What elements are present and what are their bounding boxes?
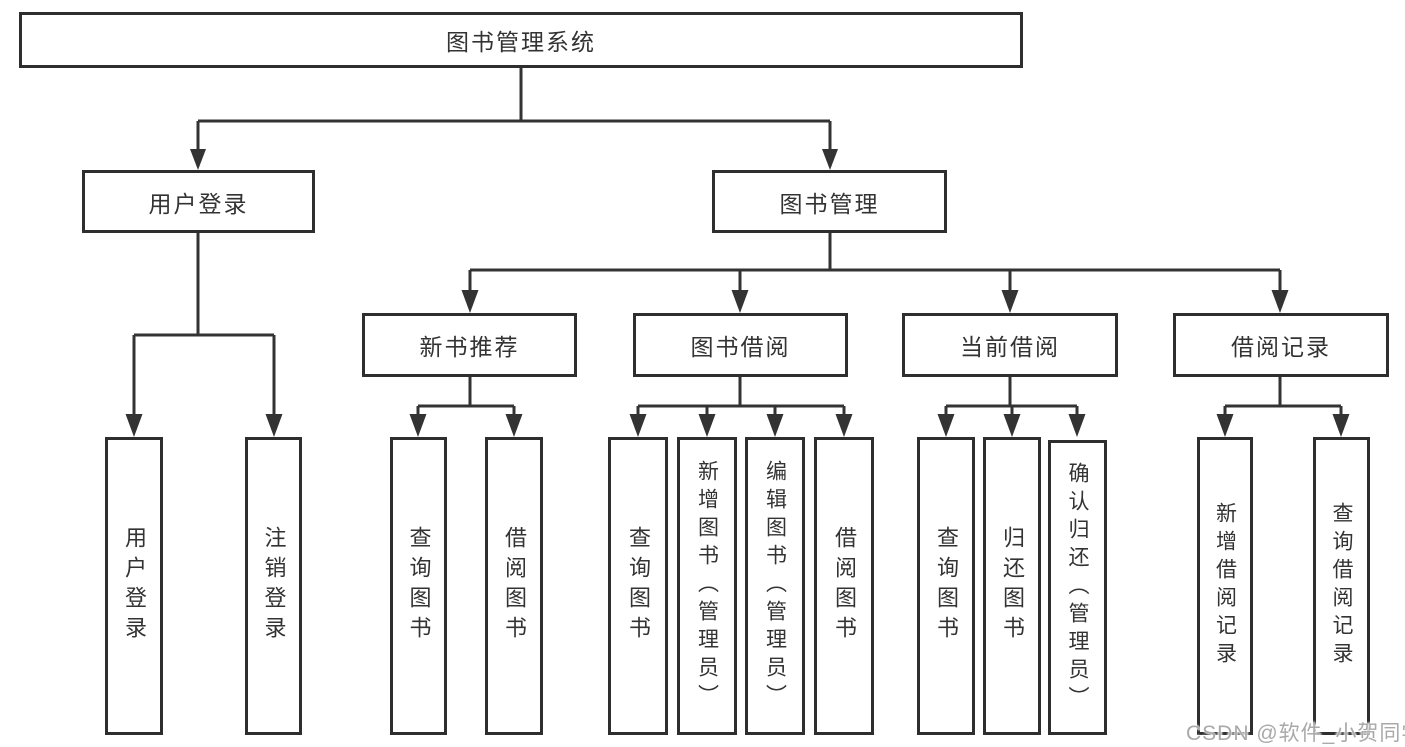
arrowhead — [629, 414, 647, 437]
node-new-book-recommend-label: 新书推荐 — [419, 334, 520, 360]
node-root-label: 图书管理系统 — [446, 29, 596, 55]
leaf-label: 新增借阅记录 — [1213, 502, 1237, 670]
leaf-label: 确认归还（管理员） — [1066, 461, 1089, 714]
leaf-label: 借阅图书 — [502, 526, 527, 646]
leaf-logout: 注销登录 — [245, 437, 302, 735]
arrowhead — [125, 414, 143, 437]
node-current-borrowing-label: 当前借阅 — [960, 334, 1060, 360]
arrowhead — [835, 414, 853, 437]
arrowhead — [822, 149, 838, 170]
arrowhead — [731, 290, 749, 313]
leaf-borrow-book: 借阅图书 — [814, 437, 874, 735]
arrowhead — [766, 414, 784, 437]
node-user-login-label: 用户登录 — [148, 190, 249, 217]
connector-new-book-children — [409, 377, 523, 437]
leaf-label: 编辑图书（管理员） — [763, 460, 787, 712]
node-book-borrowing-label: 图书借阅 — [690, 334, 791, 360]
watermark: CSDN @软件_小贺同学 — [1186, 722, 1405, 745]
connector-root-to-level2 — [190, 68, 838, 170]
arrowhead — [1332, 414, 1350, 437]
arrowhead — [698, 414, 716, 437]
leaf-confirm-return-admin: 确认归还（管理员） — [1048, 440, 1107, 735]
leaf-label: 借阅图书 — [832, 526, 857, 646]
connector-borrowing-records-children — [1216, 377, 1350, 437]
node-book-management-label: 图书管理 — [779, 190, 880, 217]
arrowhead — [1003, 414, 1021, 437]
leaf-query-borrow-record: 查询借阅记录 — [1313, 437, 1370, 735]
arrowhead — [1068, 414, 1086, 437]
connector-user-login-children — [125, 233, 283, 437]
leaf-label: 查询图书 — [406, 526, 432, 646]
arrowhead — [1216, 414, 1234, 437]
leaf-label: 查询借阅记录 — [1330, 502, 1353, 670]
connector-book-borrowing-children — [629, 377, 853, 437]
arrowhead — [505, 414, 523, 437]
leaf-label: 归还图书 — [1000, 526, 1025, 646]
leaf-add-borrow-record: 新增借阅记录 — [1197, 437, 1253, 735]
leaf-label: 用户登录 — [122, 526, 147, 646]
connector-current-borrowing-children — [937, 377, 1086, 437]
node-borrowing-records-label: 借阅记录 — [1231, 334, 1331, 360]
node-new-book-recommend: 新书推荐 — [362, 313, 577, 377]
leaf-add-book-admin: 新增图书（管理员） — [677, 437, 737, 735]
arrowhead — [265, 414, 283, 437]
leaf-query-book-borrowing: 查询图书 — [608, 437, 668, 735]
arrowhead — [937, 414, 955, 437]
node-current-borrowing: 当前借阅 — [902, 313, 1118, 377]
leaf-label: 注销登录 — [261, 526, 287, 646]
leaf-label: 新增图书（管理员） — [695, 460, 719, 712]
node-root: 图书管理系统 — [19, 12, 1023, 68]
node-borrowing-records: 借阅记录 — [1173, 313, 1389, 377]
connector-book-management-children — [461, 233, 1289, 313]
leaf-label: 查询图书 — [626, 526, 651, 646]
leaf-query-book-current: 查询图书 — [917, 437, 975, 735]
leaf-user-login: 用户登录 — [105, 437, 163, 735]
node-book-management: 图书管理 — [712, 170, 947, 233]
arrowhead — [1271, 290, 1289, 313]
arrowhead — [1001, 290, 1019, 313]
arrowhead — [190, 149, 206, 170]
leaf-label: 查询图书 — [934, 526, 959, 646]
node-book-borrowing: 图书借阅 — [633, 313, 848, 377]
leaf-edit-book-admin: 编辑图书（管理员） — [745, 437, 805, 735]
node-user-login: 用户登录 — [82, 170, 315, 233]
leaf-query-book-recommend: 查询图书 — [390, 437, 447, 735]
leaf-borrow-book-recommend: 借阅图书 — [485, 437, 543, 735]
arrowhead — [409, 414, 427, 437]
arrowhead — [461, 290, 479, 313]
leaf-return-book: 归还图书 — [983, 437, 1041, 735]
